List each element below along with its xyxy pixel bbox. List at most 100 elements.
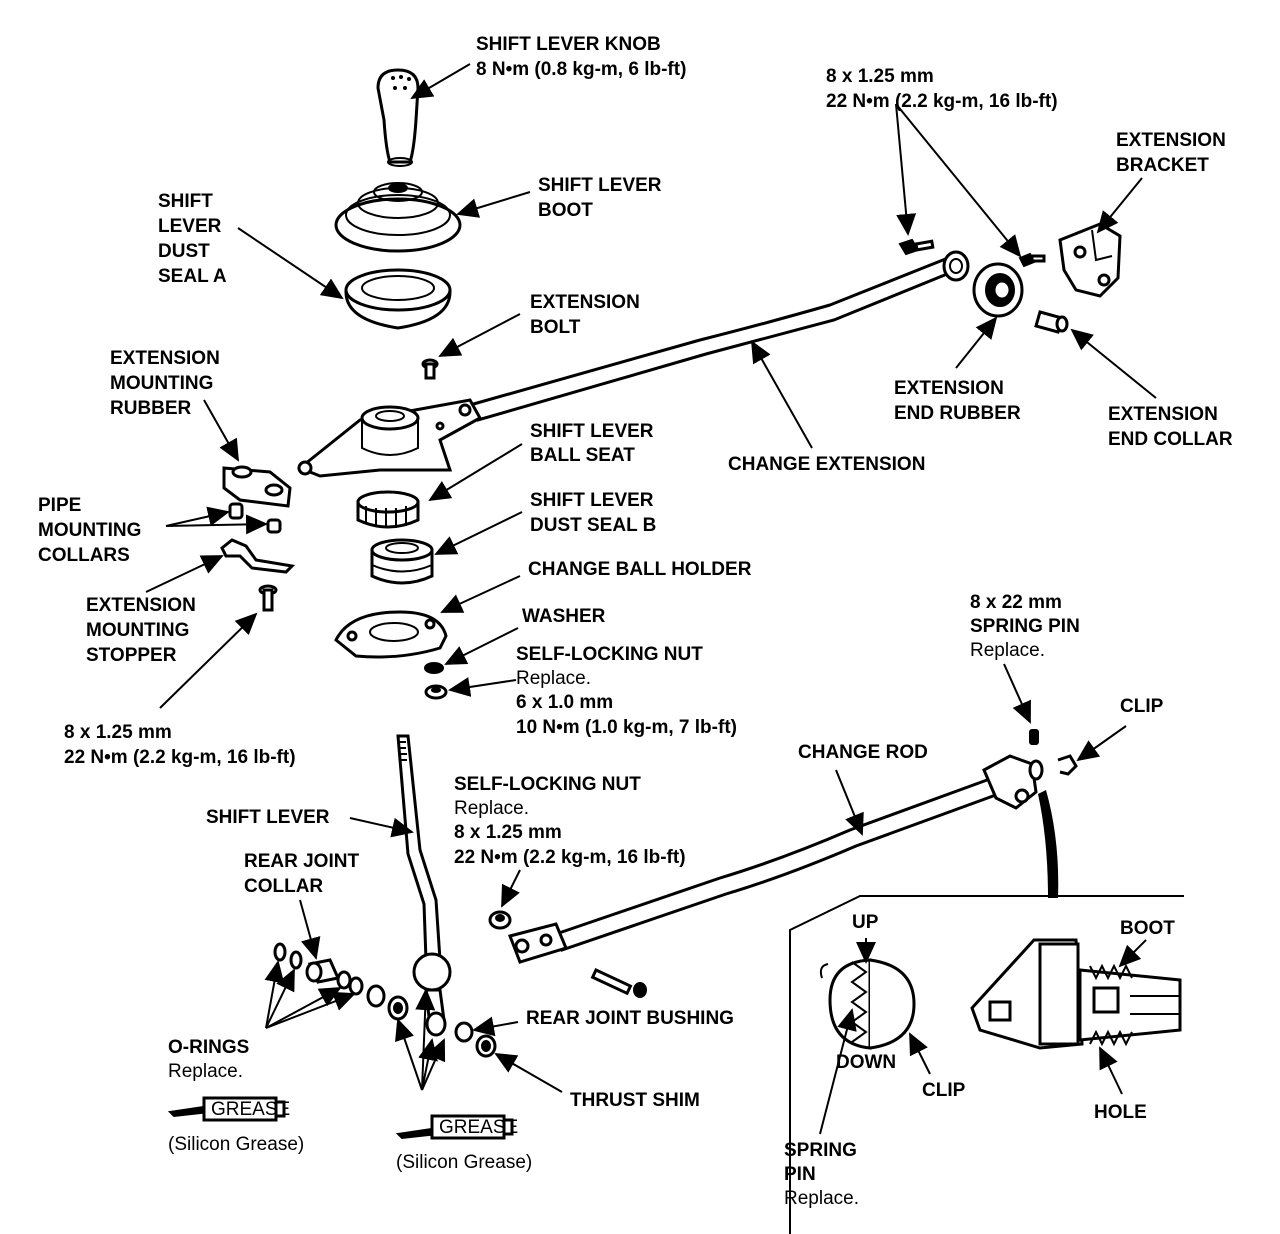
- thrust-shim-text: THRUST SHIM: [570, 1090, 700, 1111]
- silicon-grease-1-text: (Silicon Grease): [168, 1134, 304, 1155]
- clip-detail-text: CLIP: [922, 1080, 966, 1101]
- label-pipe-mounting-collars: PIPE MOUNTING COLLARS: [38, 495, 141, 566]
- label-spring-pin-top: 8 x 22 mm SPRING PIN Replace.: [970, 592, 1080, 661]
- rear-joint-collar-part: [305, 958, 341, 984]
- spring-pin-top-size: 8 x 22 mm: [970, 592, 1062, 613]
- pipe-collars-line2: MOUNTING: [38, 520, 141, 541]
- extension-end-collar-line1: EXTENSION: [1108, 404, 1218, 425]
- ball-seat-line2: BALL SEAT: [530, 445, 635, 466]
- extension-end-washer-part: [942, 250, 970, 282]
- nut2-size: 8 x 1.25 mm: [454, 822, 562, 843]
- ball-seat-line1: SHIFT LEVER: [530, 421, 654, 442]
- spring-pin-detail-line1: SPRING: [784, 1140, 857, 1161]
- joint-boot-detail: [970, 938, 1182, 1050]
- label-change-rod: CHANGE ROD: [798, 742, 928, 763]
- thrust-shim-part: [475, 1034, 497, 1058]
- dust-seal-b-line1: SHIFT LEVER: [530, 490, 654, 511]
- nut2-note: Replace.: [454, 798, 529, 819]
- rear-joint-bushing-part: [454, 1021, 474, 1043]
- nut1-title: SELF-LOCKING NUT: [516, 644, 703, 665]
- bolt-top-right-part: [898, 238, 935, 256]
- rear-joint-bushing-text: REAR JOINT BUSHING: [526, 1008, 734, 1029]
- self-locking-nut-1-part: [424, 684, 448, 700]
- label-change-ball-holder: CHANGE BALL HOLDER: [528, 559, 752, 580]
- spring-pin-detail-note: Replace.: [784, 1188, 859, 1209]
- label-change-extension: CHANGE EXTENSION: [728, 454, 925, 475]
- bolt-left-part: [258, 584, 278, 612]
- grease-tube-2-icon: GREASE: [395, 1114, 518, 1140]
- bolt-top-right-torque: 22 N•m (2.2 kg-m, 16 lb-ft): [826, 91, 1058, 112]
- boot-text: BOOT: [1120, 918, 1175, 939]
- extension-mounting-rubber-part: [222, 465, 292, 508]
- o-rings-note: Replace.: [168, 1061, 243, 1082]
- label-shift-lever-dust-seal-b: SHIFT LEVER DUST SEAL B: [530, 490, 656, 536]
- pipe-mounting-collars-part: [228, 502, 282, 534]
- extension-bolt-part: [421, 358, 439, 380]
- change-ball-holder-text: CHANGE BALL HOLDER: [528, 559, 752, 580]
- change-extension-text: CHANGE EXTENSION: [728, 454, 925, 475]
- change-extension-part: [297, 255, 954, 478]
- self-locking-nut-2-part: [488, 910, 512, 930]
- label-shift-lever: SHIFT LEVER: [206, 807, 330, 828]
- shift-lever-text: SHIFT LEVER: [206, 807, 330, 828]
- label-silicon-grease-2: (Silicon Grease): [396, 1152, 532, 1173]
- extension-bolt-line2: BOLT: [530, 317, 581, 338]
- label-extension-mounting-stopper: EXTENSION MOUNTING STOPPER: [86, 595, 196, 666]
- dust-seal-a-line2: LEVER: [158, 216, 222, 237]
- label-boot: BOOT: [1120, 918, 1175, 939]
- pipe-collars-line3: COLLARS: [38, 545, 130, 566]
- label-shift-lever-boot: SHIFT LEVER BOOT: [538, 175, 662, 221]
- up-text: UP: [852, 912, 879, 933]
- label-hole: HOLE: [1094, 1102, 1147, 1123]
- label-extension-end-rubber: EXTENSION END RUBBER: [894, 378, 1021, 424]
- dust-seal-a-line3: DUST: [158, 241, 210, 262]
- extension-bolt-line1: EXTENSION: [530, 292, 640, 313]
- dust-seal-b-line2: DUST SEAL B: [530, 515, 656, 536]
- mounting-rubber-line3: RUBBER: [110, 398, 192, 419]
- dust-seal-a-part: [344, 268, 452, 330]
- silicon-grease-2-text: (Silicon Grease): [396, 1152, 532, 1173]
- label-spring-pin-detail: SPRING PIN Replace.: [784, 1140, 859, 1209]
- clip-spring-pin-detail: [819, 958, 916, 1050]
- pipe-collars-line1: PIPE: [38, 495, 81, 516]
- label-up: UP: [852, 912, 879, 933]
- nut1-torque: 10 N•m (1.0 kg-m, 7 lb-ft): [516, 717, 737, 738]
- label-o-rings: O-RINGS Replace.: [168, 1037, 249, 1082]
- extension-bracket-part: [1058, 222, 1122, 298]
- extension-end-collar-part: [1034, 310, 1069, 334]
- spring-pin-top-note: Replace.: [970, 640, 1045, 661]
- mounting-rubber-line1: EXTENSION: [110, 348, 220, 369]
- label-silicon-grease-1: (Silicon Grease): [168, 1134, 304, 1155]
- label-self-locking-nut-1: SELF-LOCKING NUT Replace. 6 x 1.0 mm 10 …: [516, 644, 737, 738]
- extension-end-collar-line2: END COLLAR: [1108, 429, 1233, 450]
- detail-inset: [789, 895, 1184, 1234]
- dust-seal-a-line1: SHIFT: [158, 191, 213, 212]
- label-shift-lever-dust-seal-a: SHIFT LEVER DUST SEAL A: [158, 191, 227, 287]
- o-rings-title: O-RINGS: [168, 1037, 249, 1058]
- label-clip-top: CLIP: [1120, 696, 1164, 717]
- clip-top-part: [1057, 754, 1078, 776]
- grease-tube-2-text: GREASE: [439, 1117, 518, 1138]
- washer-text: WASHER: [522, 606, 606, 627]
- rear-joint-collar-line1: REAR JOINT: [244, 851, 359, 872]
- bolt-top-right-size: 8 x 1.25 mm: [826, 66, 934, 87]
- shift-lever-knob-title: SHIFT LEVER KNOB: [476, 34, 661, 55]
- hole-text: HOLE: [1094, 1102, 1147, 1123]
- extension-bracket-line2: BRACKET: [1116, 155, 1209, 176]
- o-rings-part: [273, 942, 364, 996]
- shift-lever-knob-torque: 8 N•m (0.8 kg-m, 6 lb-ft): [476, 59, 686, 80]
- label-shift-lever-knob: SHIFT LEVER KNOB 8 N•m (0.8 kg-m, 6 lb-f…: [476, 34, 686, 80]
- label-rear-joint-bushing: REAR JOINT BUSHING: [526, 1008, 734, 1029]
- nut2-torque: 22 N•m (2.2 kg-m, 16 lb-ft): [454, 847, 686, 868]
- detail-callout-pointer: [1038, 790, 1059, 898]
- label-shift-lever-ball-seat: SHIFT LEVER BALL SEAT: [530, 421, 654, 466]
- extension-end-rubber-part: [972, 262, 1024, 318]
- shift-lever-boot-line2: BOOT: [538, 200, 593, 221]
- label-bolt-top-right: 8 x 1.25 mm 22 N•m (2.2 kg-m, 16 lb-ft): [826, 66, 1058, 112]
- extension-mounting-stopper-part: [220, 538, 296, 574]
- stopper-line3: STOPPER: [86, 645, 177, 666]
- spring-pin-top-part: [1029, 729, 1039, 745]
- extension-bracket-line1: EXTENSION: [1116, 130, 1226, 151]
- bolt-small-right-part: [1018, 252, 1046, 268]
